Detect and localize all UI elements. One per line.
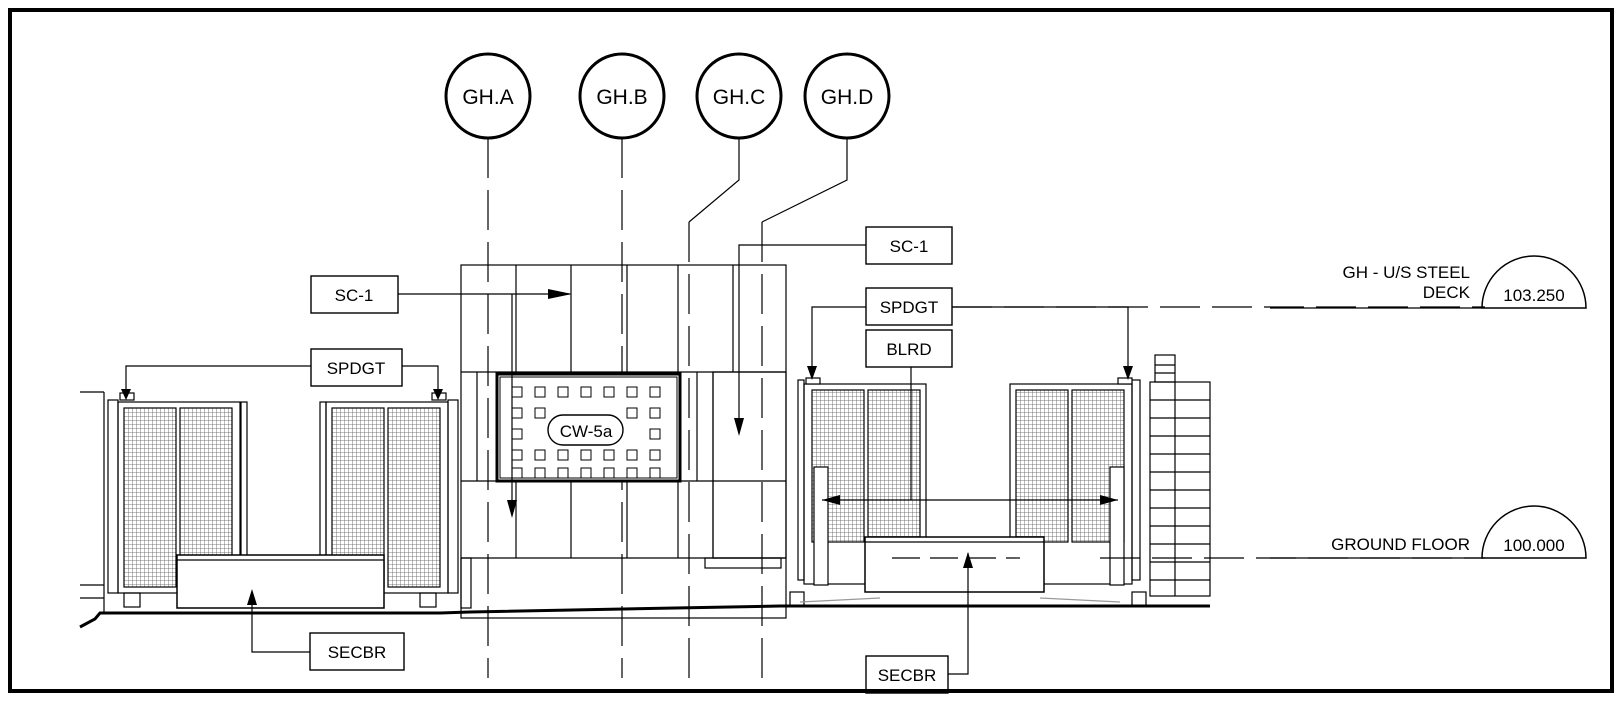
centre-pavilion	[460, 264, 787, 619]
spdgt-right-leader	[811, 306, 866, 378]
curtain-wall-square	[649, 467, 661, 479]
security-barrier-right	[864, 536, 1045, 593]
security-barrier-left	[176, 554, 385, 609]
curtain-wall-square	[557, 386, 569, 398]
level-marker-steel-deck: 103.250 GH - U/S STEEL DECK	[1270, 255, 1587, 309]
curtain-wall-square	[603, 386, 615, 398]
grid-bubble-gh-a: GH.A	[444, 52, 532, 140]
grid-lines	[487, 138, 763, 678]
curtain-wall-square	[626, 386, 638, 398]
secbr-left-leader	[251, 592, 310, 653]
tag-cw5a: CW-5a	[560, 422, 613, 441]
bollard	[813, 466, 829, 586]
curtain-wall-square	[534, 449, 546, 461]
curtain-wall-square	[580, 449, 592, 461]
tag-box-secbr-right: SECBR	[865, 655, 949, 694]
ground-line	[79, 604, 1210, 629]
tag-box-spdgt-left: SPDGT	[310, 348, 403, 387]
tag-box-secbr-left: SECBR	[309, 632, 405, 671]
tag-box-sc1-right: SC-1	[865, 226, 953, 265]
grid-bubble-gh-d: GH.D	[803, 52, 891, 140]
secbr-right-leader	[948, 553, 969, 675]
tag-box-blrd: BLRD	[865, 329, 953, 368]
curtain-wall-square	[603, 449, 615, 461]
curtain-wall-square	[534, 407, 546, 419]
tag-secbr-right: SECBR	[878, 666, 937, 685]
curtain-wall-square	[626, 449, 638, 461]
spdgt-right-leader-2	[952, 306, 1129, 378]
curtain-wall-square	[534, 467, 546, 479]
spdgt-left-leader	[125, 365, 311, 395]
level-value-steel-deck: 103.250	[1503, 286, 1564, 305]
level-name-ground-floor: GROUND FLOOR	[1331, 535, 1470, 554]
tag-spdgt-right: SPDGT	[880, 298, 939, 317]
spdgt-left-leader-2	[402, 365, 439, 395]
curtain-wall-square	[580, 467, 592, 479]
drawing-border	[8, 8, 1614, 693]
tag-box-spdgt-right: SPDGT	[865, 287, 953, 326]
grid-leader-gh-c	[688, 138, 740, 223]
mesh-panel	[867, 389, 921, 543]
mesh-panel	[387, 407, 441, 588]
sc1-right-leader	[738, 244, 866, 432]
curtain-wall-square	[603, 467, 615, 479]
level-marker-ground-floor: 100.000 GROUND FLOOR	[1270, 505, 1587, 559]
tag-sc1-right: SC-1	[890, 237, 929, 256]
bollard	[1109, 466, 1125, 586]
level-name-steel-deck-line1: GH - U/S STEEL	[1342, 263, 1470, 282]
left-gate-group	[80, 391, 459, 613]
curtain-wall-square	[626, 467, 638, 479]
curtain-wall-square	[557, 449, 569, 461]
curtain-wall-square	[649, 449, 661, 461]
level-value-ground-floor: 100.000	[1503, 536, 1564, 555]
curtain-wall-square	[649, 407, 661, 419]
tag-box-sc1-left: SC-1	[310, 275, 399, 314]
curtain-wall-square	[649, 428, 661, 440]
right-gate-group	[789, 377, 1147, 607]
tag-sc1-left: SC-1	[335, 286, 374, 305]
curtain-wall-square	[580, 386, 592, 398]
curtain-wall-pattern	[511, 386, 661, 479]
grid-label-gh-a: GH.A	[462, 86, 513, 109]
grid-leader-gh-d	[761, 138, 848, 223]
tag-spdgt-left: SPDGT	[327, 359, 386, 378]
mesh-panel	[123, 407, 177, 588]
level-name-steel-deck-line2: DECK	[1423, 283, 1471, 302]
mesh-panel	[1015, 389, 1069, 543]
grid-bubble-gh-b: GH.B	[578, 52, 666, 140]
grid-label-gh-d: GH.D	[821, 86, 874, 109]
tag-secbr-left: SECBR	[328, 643, 387, 662]
grid-label-gh-b: GH.B	[596, 86, 647, 109]
adjacent-building	[1149, 354, 1211, 597]
tag-blrd: BLRD	[886, 340, 931, 359]
grid-label-gh-c: GH.C	[713, 86, 766, 109]
curtain-wall-square	[626, 407, 638, 419]
curtain-wall-square	[534, 386, 546, 398]
curtain-wall-square	[649, 386, 661, 398]
curtain-wall-square	[557, 467, 569, 479]
grid-bubble-gh-c: GH.C	[695, 52, 783, 140]
